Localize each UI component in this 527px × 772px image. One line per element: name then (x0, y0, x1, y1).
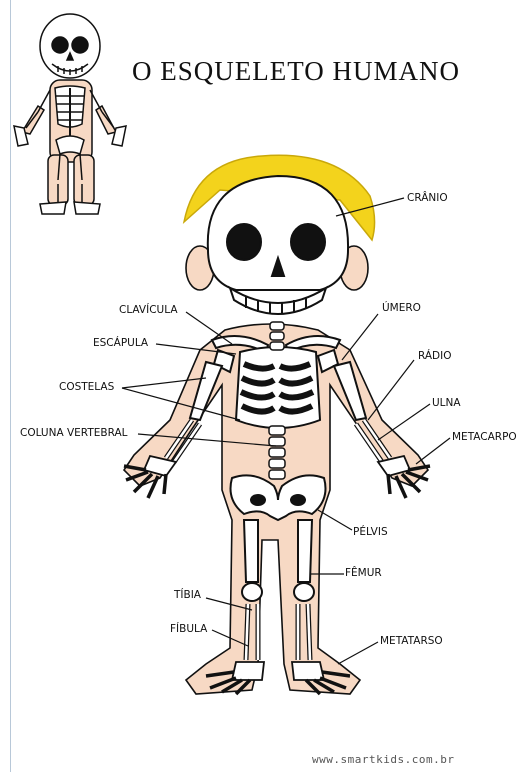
footer-url: www.smartkids.com.br (312, 753, 454, 766)
label-coluna-vertebral: COLUNA VERTEBRAL (20, 427, 128, 439)
label-ulna: ULNA (432, 397, 461, 409)
label-umero: ÚMERO (382, 302, 421, 314)
label-fibula: FÍBULA (170, 623, 207, 635)
label-cranio: CRÂNIO (407, 192, 448, 204)
label-tibia: TÍBIA (174, 589, 201, 601)
label-femur: FÊMUR (345, 567, 382, 579)
label-escapula: ESCÁPULA (93, 337, 148, 349)
page-title: O ESQUELETO HUMANO (132, 56, 460, 87)
label-clavicula: CLAVÍCULA (119, 304, 178, 316)
label-metatarso: METATARSO (380, 635, 443, 647)
label-costelas: COSTELAS (59, 381, 114, 393)
label-radio: RÁDIO (418, 350, 452, 362)
label-pelvis: PÉLVIS (353, 526, 388, 538)
label-metacarpo: METACARPO (452, 431, 517, 443)
